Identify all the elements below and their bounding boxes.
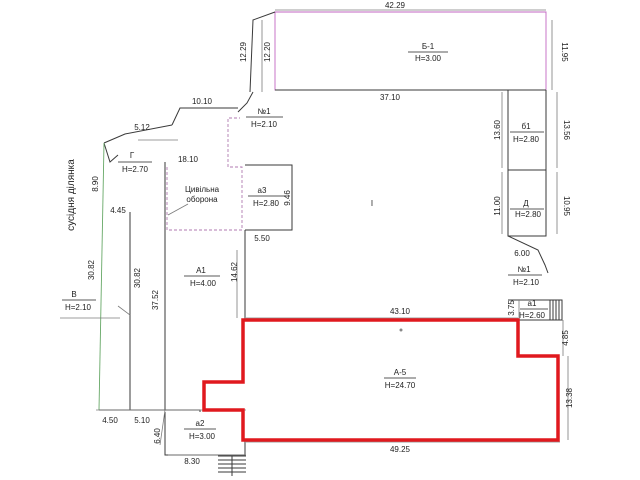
dim-43-10: 43.10 [390,307,411,316]
dim-6-40: 6.40 [153,428,162,444]
room-61-height: H=2.80 [513,135,540,144]
room-a1-main-name: А1 [196,266,206,275]
dim-12-20: 12.20 [263,41,272,62]
building-outline [98,11,563,476]
room-61-name: б1 [521,122,531,131]
room-a1-main-height: H=4.00 [190,279,217,288]
dim-5-10: 5.10 [134,416,150,425]
dim-9-46: 9.46 [283,190,292,206]
dim-10-10: 10.10 [192,97,213,106]
room-a3-name: а3 [258,186,267,195]
dim-18-10: 18.10 [178,155,199,164]
dim-37-10: 37.10 [380,93,401,102]
dim-13-38: 13.38 [565,387,574,408]
dim-5-50: 5.50 [254,234,270,243]
room-b1-name: Б-1 [422,42,435,51]
room-v-height: H=2.10 [65,303,92,312]
civil-defense-line2: оборона [186,195,218,204]
room-n1-right-name: №1 [517,265,531,274]
dim-3-75: 3.75 [507,300,516,316]
dim-10-95: 10.95 [562,196,571,217]
room-a5-name: А-5 [394,368,407,377]
dim-12-29: 12.29 [239,41,248,62]
dim-4-85: 4.85 [561,330,570,346]
dim-5-12: 5.12 [134,123,150,132]
room-a2-height: H=3.00 [189,432,216,441]
dim-13-56: 13.56 [562,120,571,141]
dim-11-00: 11.00 [493,196,502,216]
a5-highlight-outline [202,318,560,442]
dim-13-60: 13.60 [493,119,502,140]
dim-8-30: 8.30 [184,457,200,466]
room-n1-right-height: H=2.10 [513,278,540,287]
room-d-name: Д [523,199,529,208]
room-a1-small-name: а1 [528,299,537,308]
dim-42-29: 42.29 [385,1,406,10]
room-b1-height: H=3.00 [415,54,442,63]
dim-49-25: 49.25 [390,445,411,454]
dim-30-82-left: 30.82 [87,259,96,280]
room-a3-height: H=2.80 [253,199,280,208]
dim-14-62: 14.62 [230,261,239,282]
dim-30-82-inner: 30.82 [133,267,142,288]
room-v-name: В [71,290,76,299]
room-n1-top-height: H=2.10 [251,120,278,129]
room-a2-name: а2 [196,419,205,428]
room-d-height: H=2.80 [515,210,542,219]
dim-4-50: 4.50 [102,416,118,425]
dim-6-00: 6.00 [514,249,530,258]
dimension-lines [60,9,569,456]
dim-8-90: 8.90 [91,176,100,192]
dim-37-52: 37.52 [151,289,160,310]
neighbor-plot-label: сусідня ділянка [66,159,77,231]
civil-defense-line1: Цивільна [185,185,220,194]
dim-11-95: 11.95 [560,42,569,62]
room-a5-height: H=24.70 [385,381,416,390]
dim-4-45: 4.45 [110,206,126,215]
room-g-height: H=2.70 [122,165,149,174]
room-a1-small-height: H=2.60 [519,311,546,320]
room-g-name: Г [130,151,135,160]
room-n1-top-name: №1 [257,107,271,116]
courtyard-label: І [371,199,373,208]
